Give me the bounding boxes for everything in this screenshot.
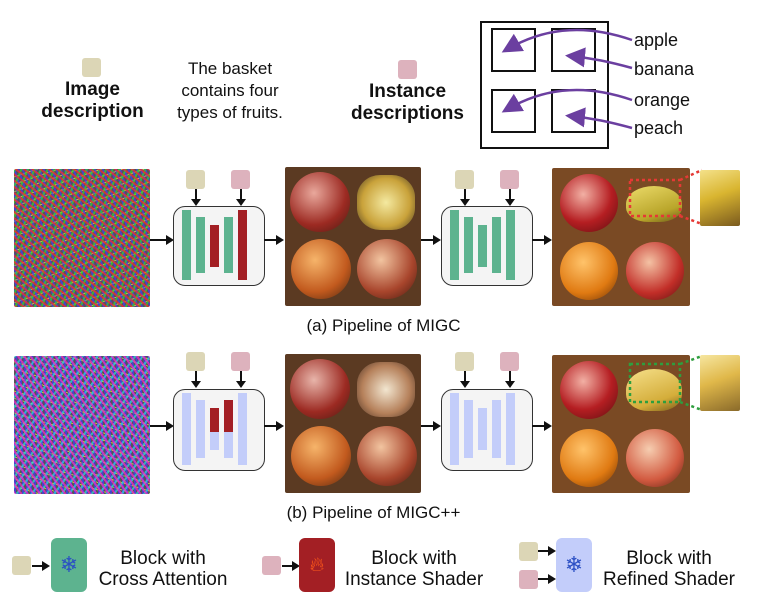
arrow-right-icon	[282, 561, 300, 571]
arrow-right-icon	[538, 546, 556, 556]
arrow-right-icon	[421, 421, 441, 431]
instance-label-apple: apple	[634, 30, 679, 50]
block-input-token-image	[186, 170, 205, 189]
legend-refined-shader-label: Block with Refined Shader	[602, 548, 736, 590]
arrow-right-icon	[32, 561, 50, 571]
arrow-right-icon	[150, 421, 174, 431]
instance-label-banana: banana	[634, 59, 695, 79]
down-arrows	[191, 371, 246, 388]
down-arrows	[191, 189, 246, 206]
image-description-label: Image description	[41, 79, 144, 122]
legend-instance-shader-block: 🔥︎	[299, 538, 335, 592]
image-description-text: The basket contains four types of fruits…	[177, 59, 283, 122]
zoom-crop-b	[700, 355, 740, 411]
legend-refined-shader-block: ❄	[556, 538, 592, 592]
legend-cross-attention-label: Block with Cross Attention	[98, 548, 228, 590]
noise-image-b	[14, 356, 150, 494]
legend-token-instance	[262, 556, 281, 575]
unet-block-a2	[441, 206, 533, 286]
unet-block-b1	[173, 389, 265, 471]
image-description-token	[82, 58, 101, 77]
block-input-token-image	[186, 352, 205, 371]
instance-description-token	[398, 60, 417, 79]
arrow-right-icon	[150, 235, 174, 245]
flame-icon: 🔥︎	[309, 554, 325, 576]
arrow-right-icon	[538, 574, 556, 584]
snowflake-icon: ❄	[564, 552, 584, 577]
intermediate-image-a	[285, 167, 421, 306]
caption-migcpp: (b) Pipeline of MIGC++	[286, 503, 461, 522]
instance-descriptions-label: Instance descriptions	[351, 81, 464, 124]
legend-cross-attention-block: ❄	[51, 538, 87, 592]
block-input-token-instance	[500, 170, 519, 189]
zoom-indicator-green	[628, 354, 703, 412]
instance-layout-diagram	[480, 21, 633, 149]
arrow-right-icon	[421, 235, 441, 245]
legend-instance-shader-label: Block with Instance Shader	[344, 548, 484, 590]
snowflake-icon: ❄	[59, 552, 79, 577]
unet-block-b2	[441, 389, 533, 471]
block-input-token-image	[455, 352, 474, 371]
legend-token-image	[519, 542, 538, 561]
zoom-crop-a	[700, 170, 740, 226]
zoom-indicator-red	[628, 168, 703, 226]
arrow-right-icon	[264, 235, 284, 245]
intermediate-image-b	[285, 354, 421, 493]
legend-token-instance	[519, 570, 538, 589]
block-input-token-instance	[231, 352, 250, 371]
unet-block-a1	[173, 206, 265, 286]
arrow-right-icon	[532, 235, 552, 245]
down-arrows	[460, 189, 515, 206]
noise-image-a	[14, 169, 150, 307]
block-input-token-instance	[231, 170, 250, 189]
block-input-token-instance	[500, 352, 519, 371]
caption-migc: (a) Pipeline of MIGC	[306, 316, 461, 335]
output-image-a	[552, 168, 690, 306]
instance-label-orange: orange	[634, 90, 691, 110]
block-input-token-image	[455, 170, 474, 189]
legend-token-image	[12, 556, 31, 575]
down-arrows	[460, 371, 515, 388]
arrow-right-icon	[532, 421, 552, 431]
instance-label-peach: peach	[634, 118, 684, 138]
arrow-right-icon	[264, 421, 284, 431]
output-image-b	[552, 355, 690, 493]
